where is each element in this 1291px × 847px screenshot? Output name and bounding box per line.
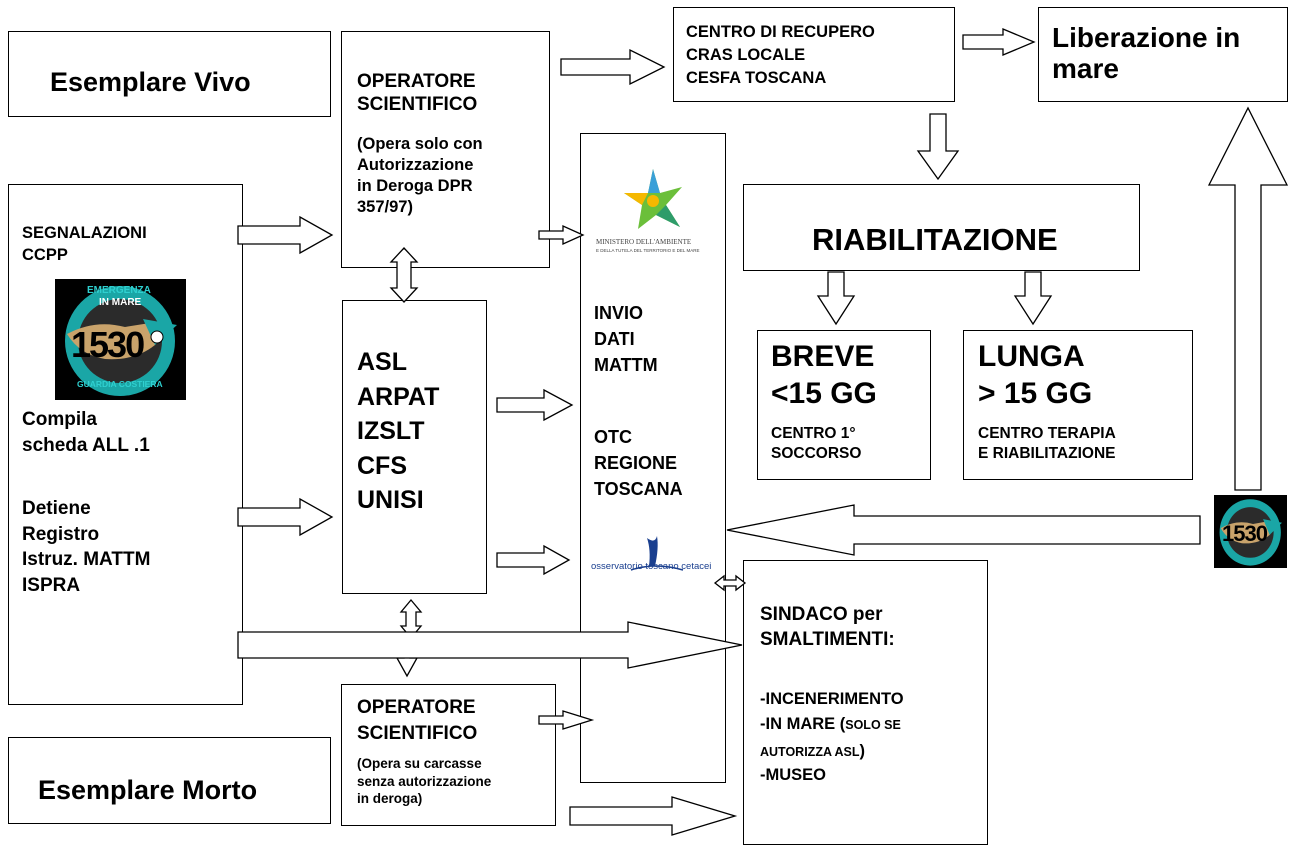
emergenza-top-text: EMERGENZA	[87, 285, 151, 296]
emergenza-mid-text: IN MARE	[99, 297, 142, 308]
lunga-box	[963, 330, 1193, 480]
solo-se-text: SOLO SE	[845, 718, 901, 732]
ministero-star-icon	[624, 169, 682, 229]
operatore-morto-box	[341, 684, 556, 826]
esemplare-morto-box	[8, 737, 331, 824]
arrow-enti-invio-2	[496, 544, 571, 576]
breve-sub: CENTRO 1° SOCCORSO	[771, 425, 862, 463]
arrow-operatore-enti-double	[389, 247, 419, 303]
sindaco-item-museo: -MUSEO	[760, 766, 826, 784]
operatore-morto-note: (Opera su carcasse senza autorizzazione …	[357, 756, 492, 807]
sindaco-item-autorizza: AUTORIZZA ASL)	[760, 742, 865, 762]
esemplare-vivo-label: Esemplare Vivo	[50, 67, 251, 97]
arrow-invio-sindaco-double	[713, 574, 747, 592]
breve-box	[757, 330, 931, 480]
operatore-vivo-title: OPERATORE SCIENTIFICO	[357, 71, 478, 115]
liberazione-label: Liberazione in mare	[1052, 22, 1241, 85]
detiene-registro-label: Detiene Registro Istruz. MATTM ISPRA	[22, 498, 151, 596]
arrow-operatore-centro	[560, 48, 666, 86]
operatore-vivo-note: (Opera solo con Autorizzazione in Deroga…	[357, 135, 483, 216]
operatore-morto-title: OPERATORE SCIENTIFICO	[357, 697, 478, 744]
osservatorio-whale-tail-icon	[630, 536, 684, 571]
emergenza-1530-logo-small: 1530	[1214, 495, 1287, 568]
arrow-morto-sindaco	[569, 796, 738, 836]
sindaco-item-in-mare: -IN MARE (SOLO SE	[760, 715, 901, 735]
close-paren-text: )	[859, 742, 866, 760]
invio-dati-box	[580, 133, 726, 783]
arrow-operatore-invio	[538, 224, 585, 246]
arrow-morto-invio	[538, 710, 595, 730]
emergenza-bottom-text: GUARDIA COSTIERA	[77, 379, 163, 389]
emergenza-1530-logo: EMERGENZA IN MARE 1530 GUARDIA COSTIERA	[55, 279, 186, 400]
sindaco-box	[743, 560, 988, 845]
ministero-line2: E DELLA TUTELA DEL TERRITORIO E DEL MARE	[596, 248, 700, 253]
autorizza-asl-text: AUTORIZZA ASL	[760, 745, 860, 759]
lunga-title: LUNGA > 15 GG	[978, 340, 1093, 410]
emergenza-number: 1530	[71, 324, 145, 365]
arrow-segnalazioni-operatore	[237, 215, 334, 255]
riabilitazione-label: RIABILITAZIONE	[812, 222, 1058, 257]
operatore-vivo-box	[341, 31, 550, 268]
arrow-riab-breve	[816, 271, 856, 326]
esemplare-morto-label: Esemplare Morto	[38, 775, 258, 805]
segnalazioni-box	[8, 184, 243, 705]
centro-recupero-label: CENTRO DI RECUPERO CRAS LOCALE CESFA TOS…	[686, 23, 875, 88]
liberazione-box	[1038, 7, 1288, 102]
emergenza-1530-emblem	[65, 286, 177, 396]
esemplare-vivo-box	[8, 31, 331, 117]
osservatorio-toscano-logo: osservatorio toscano cetacei	[591, 532, 723, 578]
sindaco-title: SINDACO per SMALTIMENTI:	[760, 604, 895, 650]
arrow-up-liberazione	[1207, 106, 1289, 491]
ministero-line1: MINISTERO DELL'AMBIENTE	[596, 238, 692, 246]
sindaco-item-incenerimento: -INCENERIMENTO	[760, 690, 904, 708]
breve-title: BREVE <15 GG	[771, 340, 877, 410]
invio-dati-label: INVIO DATI MATTM	[594, 303, 658, 376]
enti-box	[342, 300, 487, 594]
compila-scheda-label: Compila scheda ALL .1	[22, 409, 150, 456]
arrow-riab-lunga	[1013, 271, 1053, 326]
riabilitazione-box	[743, 184, 1140, 271]
emergenza-1530-emblem-small	[1219, 499, 1282, 566]
centro-recupero-box	[673, 7, 955, 102]
emergenza-number-small: 1530	[1222, 521, 1268, 546]
arrow-segnalazioni-sindaco	[237, 621, 743, 669]
ministero-ambiente-logo: MINISTERO DELL'AMBIENTE E DELLA TUTELA D…	[590, 165, 716, 257]
arrow-centro-riabilitazione	[916, 113, 960, 181]
in-mare-text: -IN MARE (	[760, 715, 846, 733]
segnalazioni-title: SEGNALAZIONI CCPP	[22, 224, 147, 265]
arrow-centro-liberazione	[962, 28, 1036, 56]
otc-label: OTC REGIONE TOSCANA	[594, 427, 683, 500]
arrow-enti-invio-1	[496, 388, 574, 422]
lunga-sub: CENTRO TERAPIA E RIABILITAZIONE	[978, 425, 1116, 463]
arrow-left-invio	[726, 504, 1201, 556]
enti-list: ASL ARPAT IZSLT CFS UNISI	[357, 348, 440, 514]
osservatorio-text: osservatorio toscano cetacei	[591, 561, 712, 572]
arrow-segnalazioni-enti	[237, 497, 334, 537]
